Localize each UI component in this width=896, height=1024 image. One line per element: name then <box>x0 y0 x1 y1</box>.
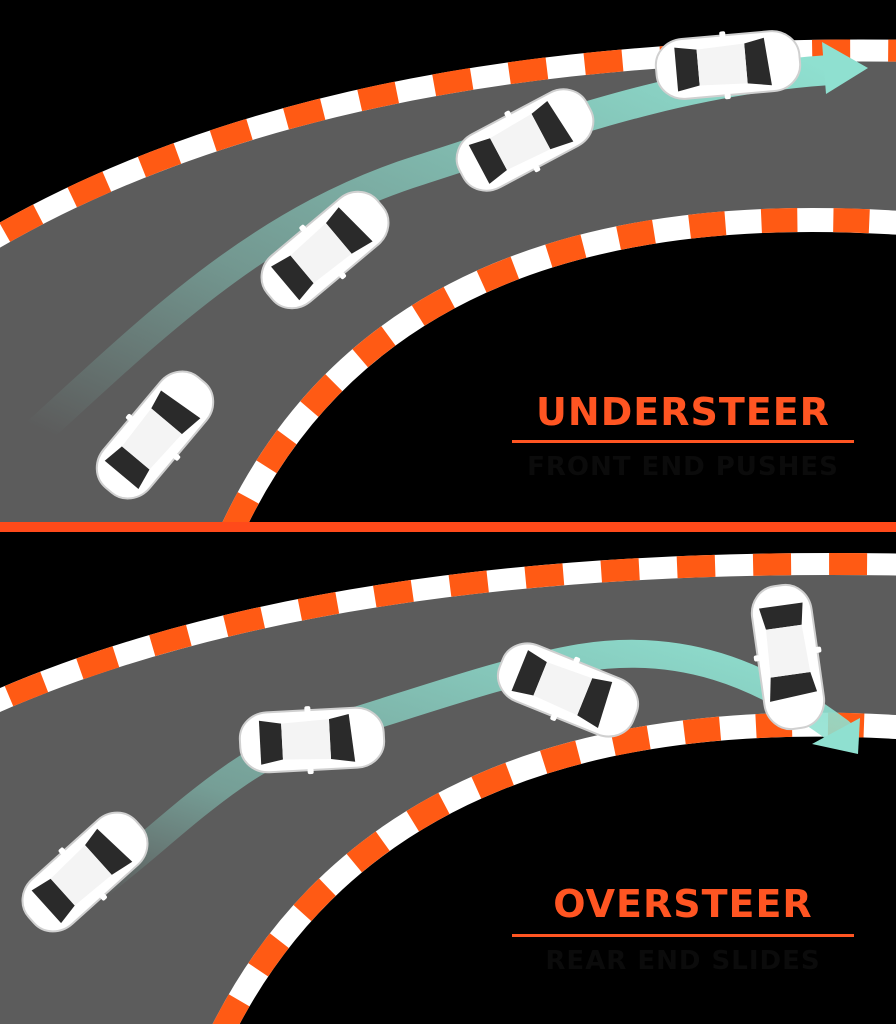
oversteer-trail <box>76 639 854 906</box>
understeer-panel: UNDERSTEER FRONT END PUSHES <box>0 23 896 522</box>
panel-divider <box>0 522 896 532</box>
understeer-subtitle: FRONT END PUSHES <box>527 452 839 482</box>
outer-curb-stripes <box>0 553 896 713</box>
understeer-diagram <box>0 23 896 522</box>
inner-curb-stripes <box>212 712 896 1024</box>
oversteer-panel: OVERSTEER REAR END SLIDES <box>0 532 896 1024</box>
car-icon <box>237 701 387 779</box>
oversteer-diagram <box>0 553 896 1024</box>
oversteer-title: OVERSTEER <box>553 882 813 926</box>
oversteer-subtitle: REAR END SLIDES <box>545 946 821 976</box>
understeer-title: UNDERSTEER <box>536 390 830 434</box>
path-arrow-icon <box>812 718 860 754</box>
inner-curb-stripes <box>222 207 896 522</box>
path-arrow-icon <box>822 42 868 94</box>
understeer-rule <box>512 440 854 443</box>
oversteer-rule <box>512 934 854 937</box>
